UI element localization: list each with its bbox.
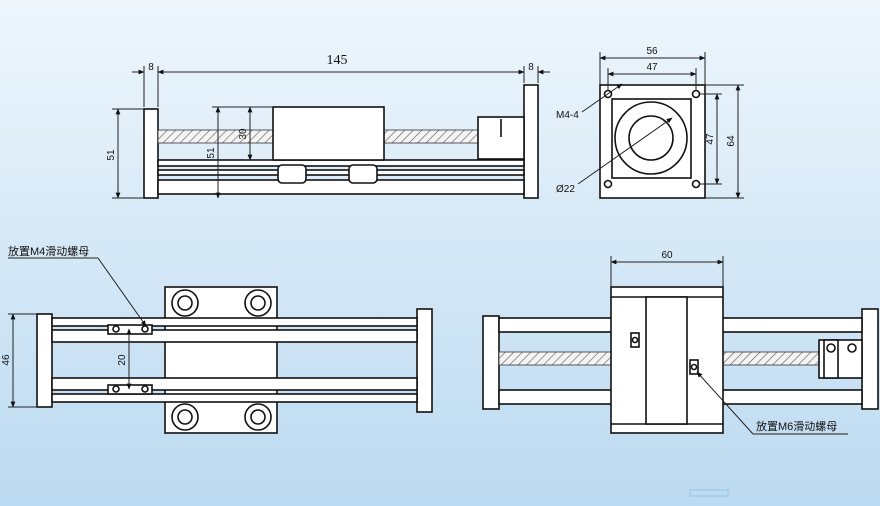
dim-carriage-height: 30 [238,128,249,140]
dim-rail-spacing: 20 [117,354,128,366]
dim-bolt-spacing-h: 47 [646,62,658,73]
dim-height-front: 51 [106,149,117,161]
corner-mark [689,489,729,497]
top-rail-3 [51,377,418,391]
dim-height-inner: 51 [206,147,217,159]
top-rail-4 [51,393,418,403]
label-hole-spec: M4-4 [556,110,579,121]
top-rail-2 [51,329,418,343]
wheel-left [277,164,307,184]
rail-upper [157,159,525,167]
rail-lower [157,179,525,195]
dim-flange-width: 56 [646,46,658,57]
dim-end-left: 8 [148,62,154,73]
bolt-hole-br [691,179,701,189]
left-end-plate [143,108,159,199]
top-rail-1 [51,317,418,327]
front-left-end-plate [482,315,500,410]
note-m4-nut: 放置M4滑动螺母 [8,244,89,258]
carriage-block [272,106,385,161]
bolt-hole-tr [691,89,701,99]
right-end-plate [523,84,539,199]
side-view: 145 8 8 51 51 30 [106,53,550,199]
top-view: 46 20 放置M4滑动螺母 [1,244,433,434]
top-right-end-plate [416,308,433,413]
motor-ring-inner [628,115,674,161]
end-view: 56 47 47 64 M4-4 Ø22 [556,46,744,199]
dim-length-total: 145 [327,53,348,68]
dim-end-right: 8 [528,62,534,73]
dim-bolt-spacing-v: 47 [705,133,716,145]
wheel-right [348,164,378,184]
top-left-end-plate [36,313,53,408]
note-m6-nut: 放置M6滑动螺母 [756,419,837,433]
front-carriage-center [645,296,688,425]
dim-rail-width: 46 [1,354,12,366]
label-bore-diameter: Ø22 [556,184,575,195]
dim-carriage-width: 60 [661,250,673,261]
rail-mid [157,169,525,176]
dim-flange-height: 64 [726,135,737,147]
front-view: 60 放置M6滑动螺母 [482,250,879,435]
bolt-hole-bl [603,179,613,189]
front-right-end-plate [861,308,879,410]
